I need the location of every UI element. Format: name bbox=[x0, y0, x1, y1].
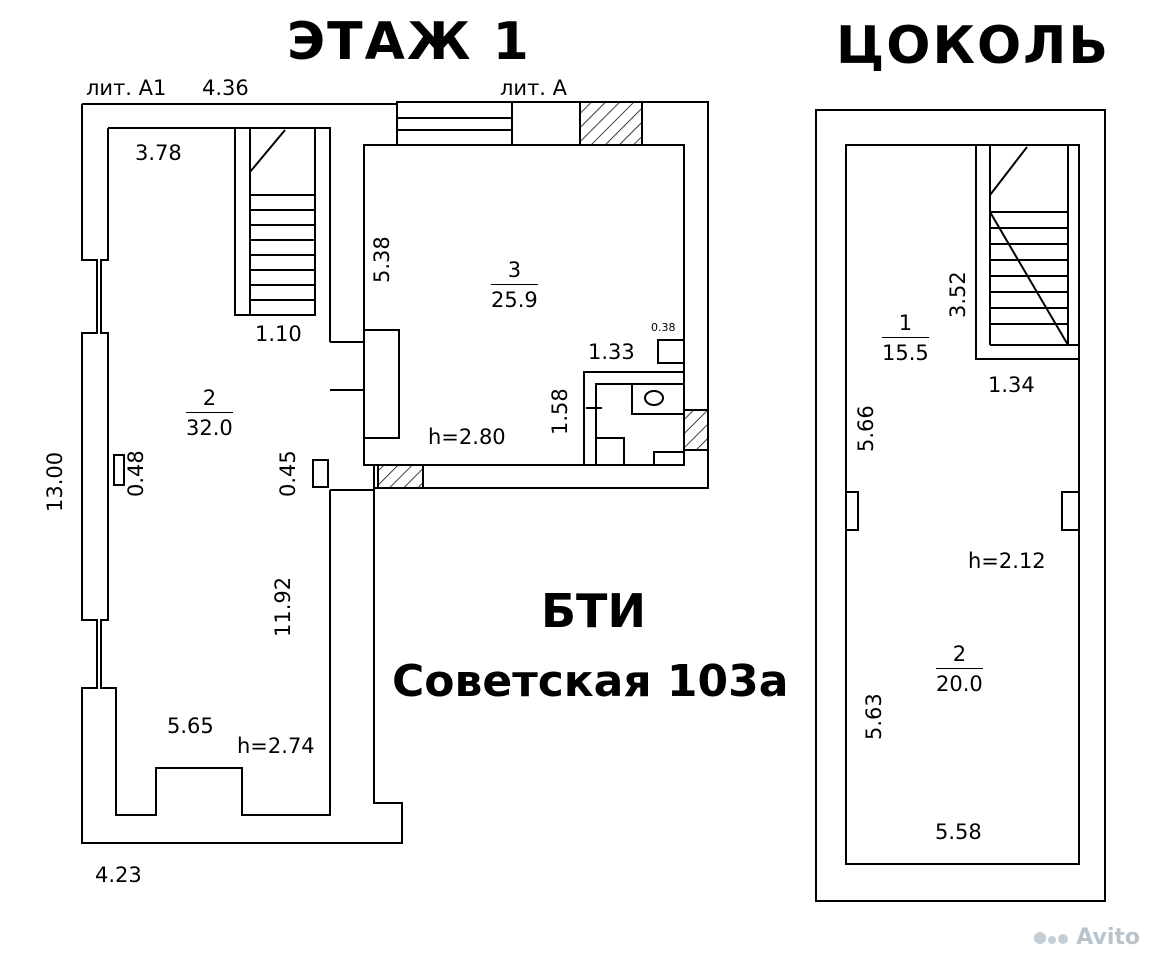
floor1-inner-wall bbox=[100, 128, 331, 816]
avito-watermark: Avito bbox=[1034, 925, 1140, 951]
basement-height: h=2.12 bbox=[968, 549, 1046, 573]
avito-logo-icon bbox=[1034, 925, 1070, 950]
lit-a-label: лит. А bbox=[500, 76, 568, 100]
address-title: Советская 103а bbox=[392, 656, 789, 707]
dim-11-92: 11.92 bbox=[271, 576, 295, 637]
floor1-heading: ЭТАЖ 1 bbox=[287, 12, 531, 72]
dim-1-10: 1.10 bbox=[255, 322, 302, 346]
dim-5-63: 5.63 bbox=[862, 693, 886, 740]
lit-a1-label: лит. А1 bbox=[86, 76, 167, 100]
dim-3-78: 3.78 bbox=[135, 141, 182, 165]
dim-0-38: 0.38 bbox=[651, 321, 676, 334]
dim-0-45: 0.45 bbox=[276, 450, 300, 497]
floor1-room-2: 2 32.0 bbox=[186, 386, 233, 441]
bti-title: БТИ bbox=[541, 584, 646, 638]
dim-5-58: 5.58 bbox=[935, 820, 982, 844]
basement-inner-wall bbox=[845, 144, 1080, 865]
dim-5-38: 5.38 bbox=[370, 236, 394, 283]
dim-13-00: 13.00 bbox=[43, 451, 67, 512]
dim-5-66: 5.66 bbox=[854, 405, 878, 452]
floor1-top-wall bbox=[82, 101, 709, 489]
floor1-bathroom bbox=[583, 371, 684, 465]
basement-room-1: 1 15.5 bbox=[882, 311, 929, 366]
basement-room-2: 2 20.0 bbox=[936, 642, 983, 697]
dim-4-36: 4.36 bbox=[202, 76, 249, 100]
dim-0-48: 0.48 bbox=[124, 450, 148, 497]
floor1-room-3: 3 25.9 bbox=[491, 258, 538, 313]
basement-staircase bbox=[975, 144, 1080, 360]
window bbox=[396, 101, 513, 146]
dim-5-65: 5.65 bbox=[167, 714, 214, 738]
dim-1-58: 1.58 bbox=[548, 388, 572, 435]
floor1-staircase bbox=[234, 127, 316, 316]
dim-4-23: 4.23 bbox=[95, 863, 142, 887]
basement-heading: ЦОКОЛЬ bbox=[836, 16, 1110, 76]
height-room3: h=2.80 bbox=[428, 425, 506, 449]
dim-1-33: 1.33 bbox=[588, 340, 635, 364]
height-room2: h=2.74 bbox=[237, 734, 315, 758]
dim-1-34: 1.34 bbox=[988, 373, 1035, 397]
floor1-outer-wall bbox=[81, 104, 403, 844]
floor1-room3-outline bbox=[363, 144, 685, 466]
dim-3-52: 3.52 bbox=[946, 271, 970, 318]
basement-outer-wall bbox=[815, 109, 1106, 902]
